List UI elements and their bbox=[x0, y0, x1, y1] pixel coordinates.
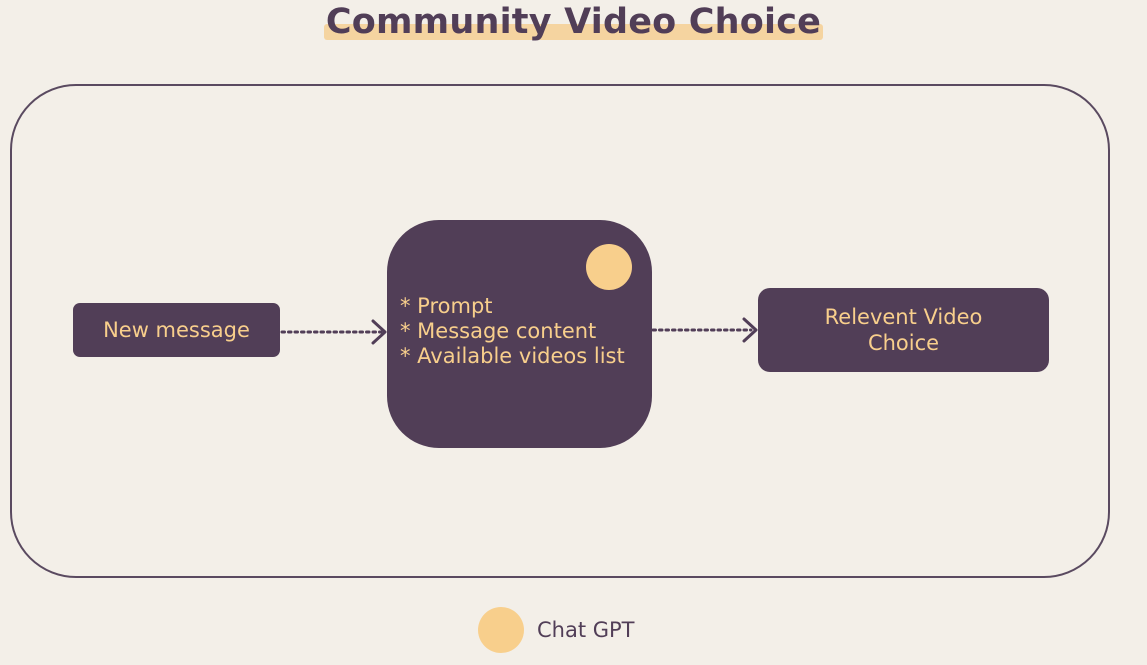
input-item-prompt: * Prompt bbox=[400, 294, 493, 318]
legend-label: Chat GPT bbox=[537, 618, 635, 642]
new-message-node: New message bbox=[73, 303, 280, 357]
chatgpt-legend-icon bbox=[478, 607, 524, 653]
chatgpt-node: * Prompt * Message content * Available v… bbox=[387, 220, 652, 448]
arrow-gpt-to-choice bbox=[651, 317, 758, 343]
chatgpt-marker-icon bbox=[586, 244, 632, 290]
title-highlight bbox=[323, 24, 824, 40]
video-choice-label: Relevent Video Choice bbox=[824, 305, 983, 355]
title-container: Community Video Choice bbox=[0, 2, 1147, 42]
diagram-title: Community Video Choice bbox=[323, 2, 824, 42]
legend: Chat GPT bbox=[478, 607, 635, 653]
chatgpt-input-list: * Prompt * Message content * Available v… bbox=[400, 294, 625, 369]
video-choice-node: Relevent Video Choice bbox=[758, 288, 1049, 372]
new-message-label: New message bbox=[103, 318, 250, 342]
diagram-frame bbox=[10, 84, 1110, 578]
arrow-new-to-gpt bbox=[280, 319, 387, 345]
input-item-message-content: * Message content bbox=[400, 319, 597, 343]
input-item-videos-list: * Available videos list bbox=[400, 344, 625, 368]
title-text: Community Video Choice bbox=[325, 2, 822, 42]
